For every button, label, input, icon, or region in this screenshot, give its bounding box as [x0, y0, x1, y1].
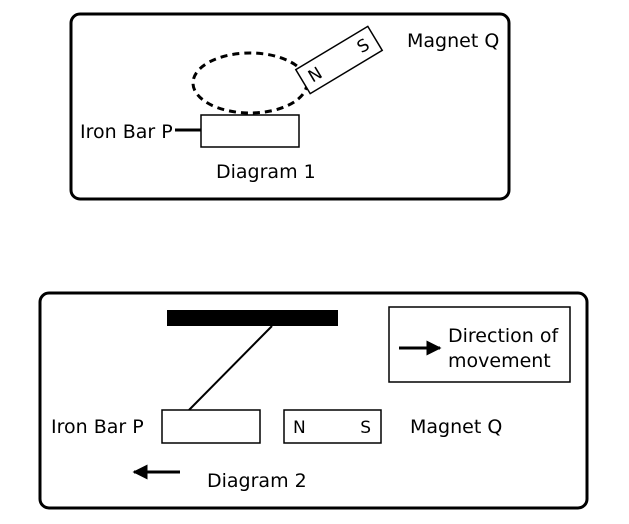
support-beam — [167, 310, 338, 326]
magnet-q — [283, 409, 382, 444]
diagram-2-frame — [38, 291, 589, 510]
magnet-q-label-2: Magnet Q — [410, 416, 502, 438]
legend-text-line-2: movement — [448, 350, 551, 372]
iron-bar-p-suspended — [161, 409, 261, 444]
magnet-q-pole-n-2: N — [293, 418, 306, 438]
magnet-q-tilted: N S — [294, 25, 384, 95]
diagram-1-caption: Diagram 1 — [216, 161, 316, 183]
magnet-q-label: Magnet Q — [407, 30, 499, 52]
diagram-1-frame — [69, 12, 511, 201]
legend-box — [388, 306, 571, 383]
suspension-string — [188, 325, 273, 411]
iron-bar-p — [200, 114, 300, 148]
diagram-1: N S Magnet Q Iron Bar P Diagram 1 — [69, 12, 511, 201]
iron-bar-p-label: Iron Bar P — [80, 121, 173, 143]
magnet-q-pole-s-2: S — [360, 418, 371, 438]
diagram-2-caption: Diagram 2 — [207, 470, 307, 492]
legend-text-line-1: Direction of — [448, 325, 559, 347]
diagram-2: Iron Bar P N S Magnet Q Direction of mov… — [38, 291, 589, 510]
magnetic-field-loop — [191, 51, 309, 115]
iron-bar-p-label-2: Iron Bar P — [51, 416, 144, 438]
